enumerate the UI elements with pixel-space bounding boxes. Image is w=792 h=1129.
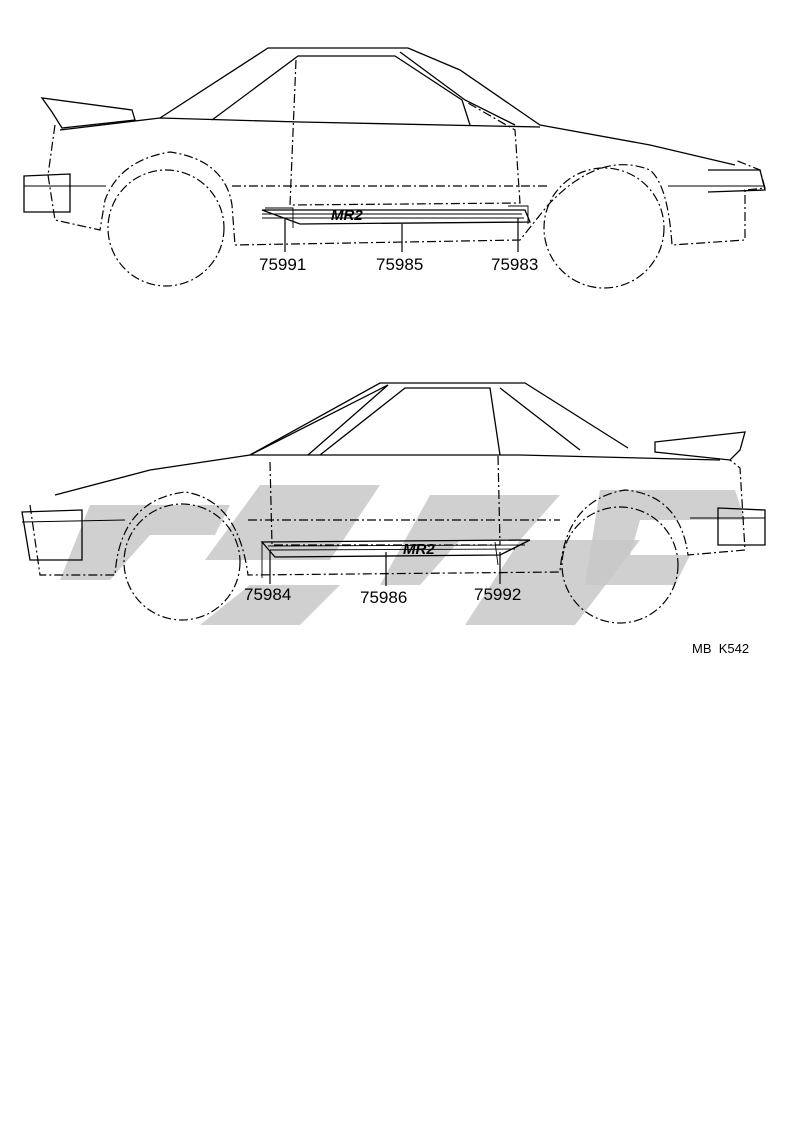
figure-code: MB K542 — [692, 641, 749, 656]
callout-75991: 75991 — [259, 255, 306, 274]
upper-belt-line — [59, 117, 541, 131]
upper-side-window — [211, 55, 471, 126]
lower-rear-wheel — [561, 506, 679, 624]
watermark-logo — [60, 485, 745, 625]
upper-roof-line — [159, 47, 736, 166]
lower-front-bumper — [21, 509, 83, 561]
lower-rear-bumper — [717, 507, 766, 546]
lower-belt-line — [250, 454, 721, 461]
lower-windshield — [249, 384, 389, 456]
callout-75992: 75992 — [474, 585, 521, 604]
upper-rear-spoiler — [40, 97, 136, 129]
lower-decal-text: MR2 — [403, 541, 435, 558]
lower-rear-window — [499, 387, 581, 451]
lower-side-window — [319, 387, 501, 456]
upper-windshield — [399, 51, 516, 126]
upper-decal-text: MR2 — [331, 207, 363, 224]
callout-75983: 75983 — [491, 255, 538, 274]
lower-roof-line — [54, 382, 629, 496]
callout-75986: 75986 — [360, 588, 407, 607]
upper-front-wheel — [543, 167, 665, 289]
lower-car-view: MR2 75984 75986 75992 — [21, 382, 766, 624]
callout-75985: 75985 — [376, 255, 423, 274]
upper-body-outline — [47, 124, 766, 246]
lower-rear-spoiler — [654, 431, 746, 461]
upper-front-bumper — [707, 169, 766, 193]
lower-body-outline — [29, 459, 746, 576]
upper-rear-wheel — [107, 169, 225, 287]
upper-car-view: MR2 75991 75985 75983 — [23, 47, 766, 289]
upper-side-stripe — [261, 209, 531, 225]
upper-rear-bumper — [23, 173, 71, 213]
upper-door-outline — [289, 59, 521, 206]
lower-door-outline — [269, 454, 501, 546]
callout-75984: 75984 — [244, 585, 291, 604]
lower-front-wheel — [123, 503, 241, 621]
